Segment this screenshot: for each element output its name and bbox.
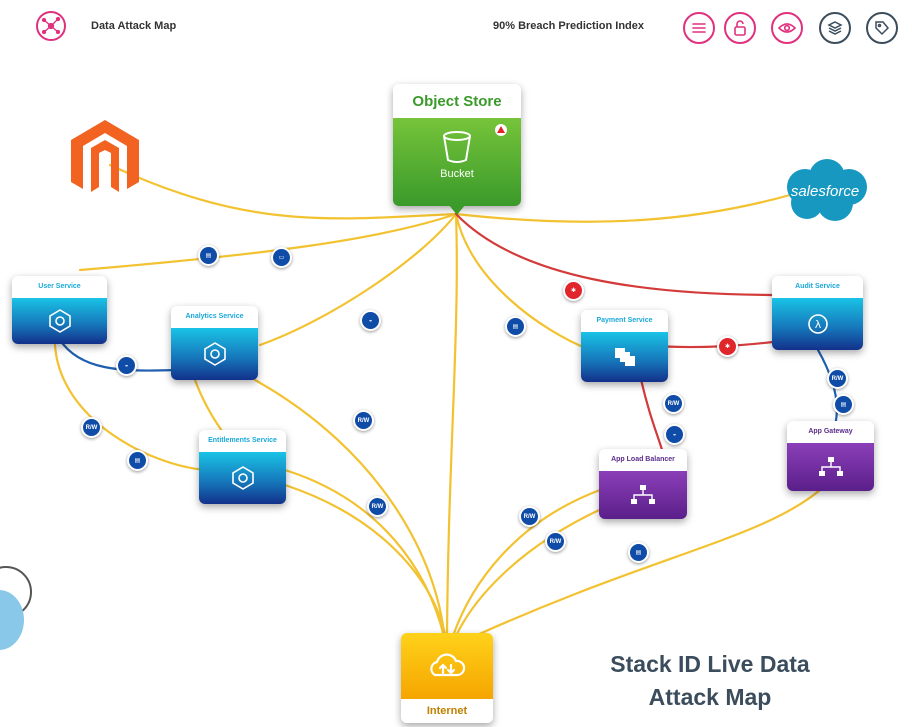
bucket-label: Bucket <box>440 168 474 180</box>
file-node-icon[interactable]: ▤ <box>127 450 148 471</box>
kubernetes-icon <box>48 309 71 333</box>
caption-line-2: Attack Map <box>648 684 772 711</box>
file-node-icon[interactable]: ▭ <box>271 247 292 268</box>
list-icon[interactable] <box>683 12 715 44</box>
entitlements-service-card[interactable]: Entitlements Service <box>199 430 286 504</box>
file-node-icon[interactable]: ▤ <box>505 316 526 337</box>
copy-icon <box>614 348 635 366</box>
entitlements-service-label: Entitlements Service <box>208 437 277 445</box>
alert-node-icon[interactable]: ✱ <box>563 280 584 301</box>
page-title: Data Attack Map <box>91 20 177 32</box>
caption-line-1: Stack ID Live Data <box>610 651 810 677</box>
payment-service-card[interactable]: Payment Service <box>581 310 668 382</box>
storage-node-icon[interactable]: ◒ <box>116 355 137 376</box>
app-load-balancer-label: App Load Balancer <box>611 456 675 464</box>
breach-prediction-index: 90% Breach Prediction Index <box>493 20 644 32</box>
magento-logo <box>67 120 143 192</box>
object-store-pointer <box>449 205 465 215</box>
eye-icon[interactable] <box>771 12 803 44</box>
salesforce-logo: salesforce <box>777 157 873 227</box>
file-node-icon[interactable]: ▤ <box>628 542 649 563</box>
object-store-card[interactable]: Object Store Bucket <box>393 84 521 206</box>
object-store-title: Object Store <box>393 84 521 118</box>
alert-icon[interactable] <box>495 124 507 136</box>
internet-label: Internet <box>401 699 493 723</box>
payment-service-label: Payment Service <box>596 317 653 325</box>
kubernetes-icon <box>203 342 226 366</box>
lambda-icon: λ <box>807 314 828 334</box>
salesforce-label: salesforce <box>790 183 860 200</box>
app-gateway-card[interactable]: App Gateway <box>787 421 874 491</box>
layers-icon[interactable] <box>819 12 851 44</box>
rw-node[interactable]: R/W <box>545 531 566 552</box>
storage-node-icon[interactable]: ◒ <box>664 424 685 445</box>
analytics-service-card[interactable]: Analytics Service <box>171 306 258 380</box>
audit-service-label: Audit Service <box>795 283 840 291</box>
rw-node[interactable]: R/W <box>519 506 540 527</box>
user-service-label: User Service <box>38 283 81 291</box>
audit-service-card[interactable]: Audit Service λ <box>772 276 863 350</box>
internet-card[interactable]: Internet <box>401 633 493 723</box>
file-node-icon[interactable]: ▤ <box>833 394 854 415</box>
user-service-card[interactable]: User Service <box>12 276 107 344</box>
app-load-balancer-card[interactable]: App Load Balancer <box>599 449 687 519</box>
alert-node-icon[interactable]: ✱ <box>717 336 738 357</box>
network-icon <box>818 457 843 476</box>
rw-node[interactable]: R/W <box>367 496 388 517</box>
analytics-service-label: Analytics Service <box>185 313 244 321</box>
app-gateway-label: App Gateway <box>808 428 853 436</box>
bucket-icon <box>443 131 471 163</box>
file-node-icon[interactable]: ▤ <box>198 245 219 266</box>
tag-icon[interactable] <box>866 12 898 44</box>
rw-node[interactable]: R/W <box>663 393 684 414</box>
caption: Stack ID Live Data Attack Map <box>560 648 860 715</box>
kubernetes-icon <box>231 466 254 490</box>
rw-node[interactable]: R/W <box>353 410 374 431</box>
storage-node-icon[interactable]: ◒ <box>360 310 381 331</box>
rw-node[interactable]: R/W <box>827 368 848 389</box>
network-icon <box>631 485 655 504</box>
data-attack-map-logo-icon[interactable] <box>36 11 66 41</box>
svg-text:λ: λ <box>814 318 821 331</box>
unlock-icon[interactable] <box>724 12 756 44</box>
cloud-upload-icon <box>430 653 466 677</box>
rw-node[interactable]: R/W <box>81 417 102 438</box>
